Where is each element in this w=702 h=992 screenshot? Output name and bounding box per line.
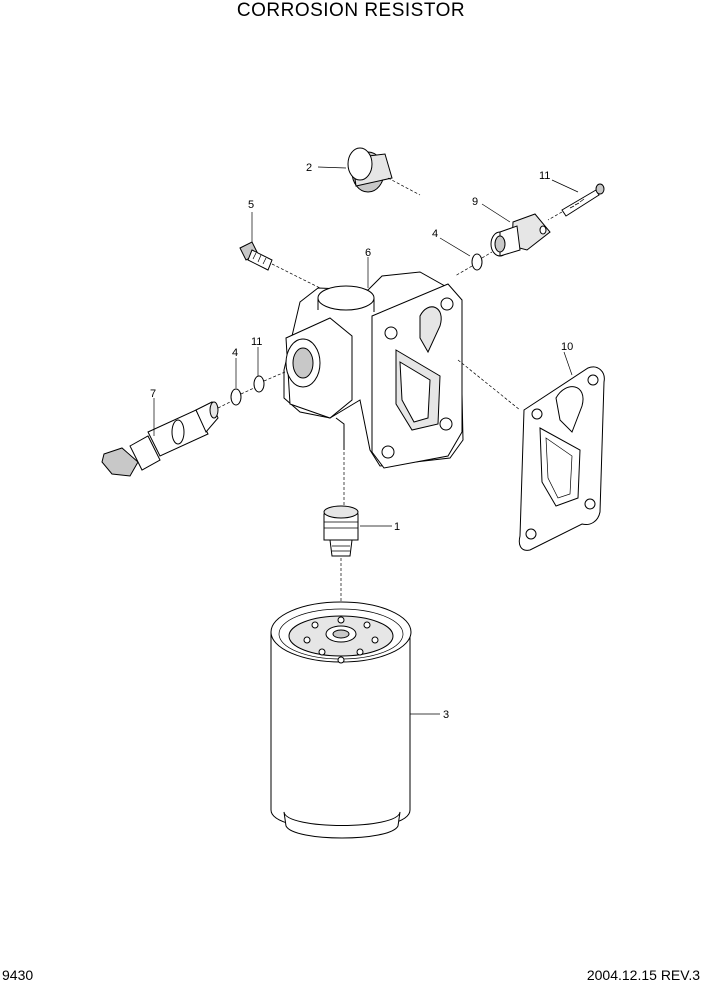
- part-7-valve: [101, 401, 219, 477]
- callout-4-upper: 4: [432, 228, 438, 240]
- part-8-fitting: [490, 213, 551, 257]
- part-5-bolt: [239, 241, 273, 271]
- page-code: 9430: [2, 967, 34, 983]
- callout-6: 6: [365, 247, 371, 259]
- callout-9: 10: [561, 341, 573, 353]
- callout-2: 2: [306, 162, 312, 174]
- callout-5: 5: [248, 199, 254, 211]
- part-2-cap: [347, 147, 393, 193]
- part-6-filter-head: [283, 271, 464, 469]
- part-10-oring: [253, 375, 265, 393]
- callout-1: 1: [394, 521, 400, 533]
- callout-4-lower: 4: [232, 347, 238, 359]
- callout-10: 11: [251, 336, 262, 348]
- callout-8: 9: [472, 196, 478, 208]
- leader-lines: [153, 166, 579, 715]
- callout-7: 7: [150, 388, 156, 400]
- part-3-filter: [270, 601, 412, 839]
- part-1-nipple: [323, 505, 359, 557]
- part-11-screw: [561, 183, 605, 217]
- part-4-oring-upper: [471, 253, 483, 271]
- callout-11: 11: [539, 170, 550, 182]
- callout-3: 3: [443, 709, 449, 721]
- date-revision: 2004.12.15 REV.3: [586, 967, 700, 983]
- part-9-gasket: [518, 366, 605, 551]
- page-title: CORROSION RESISTOR: [236, 0, 466, 21]
- callout-labels: 2 11 9 4 5 6 10 4 11 7 1 3: [150, 162, 573, 721]
- part-4-oring-lower: [230, 388, 242, 406]
